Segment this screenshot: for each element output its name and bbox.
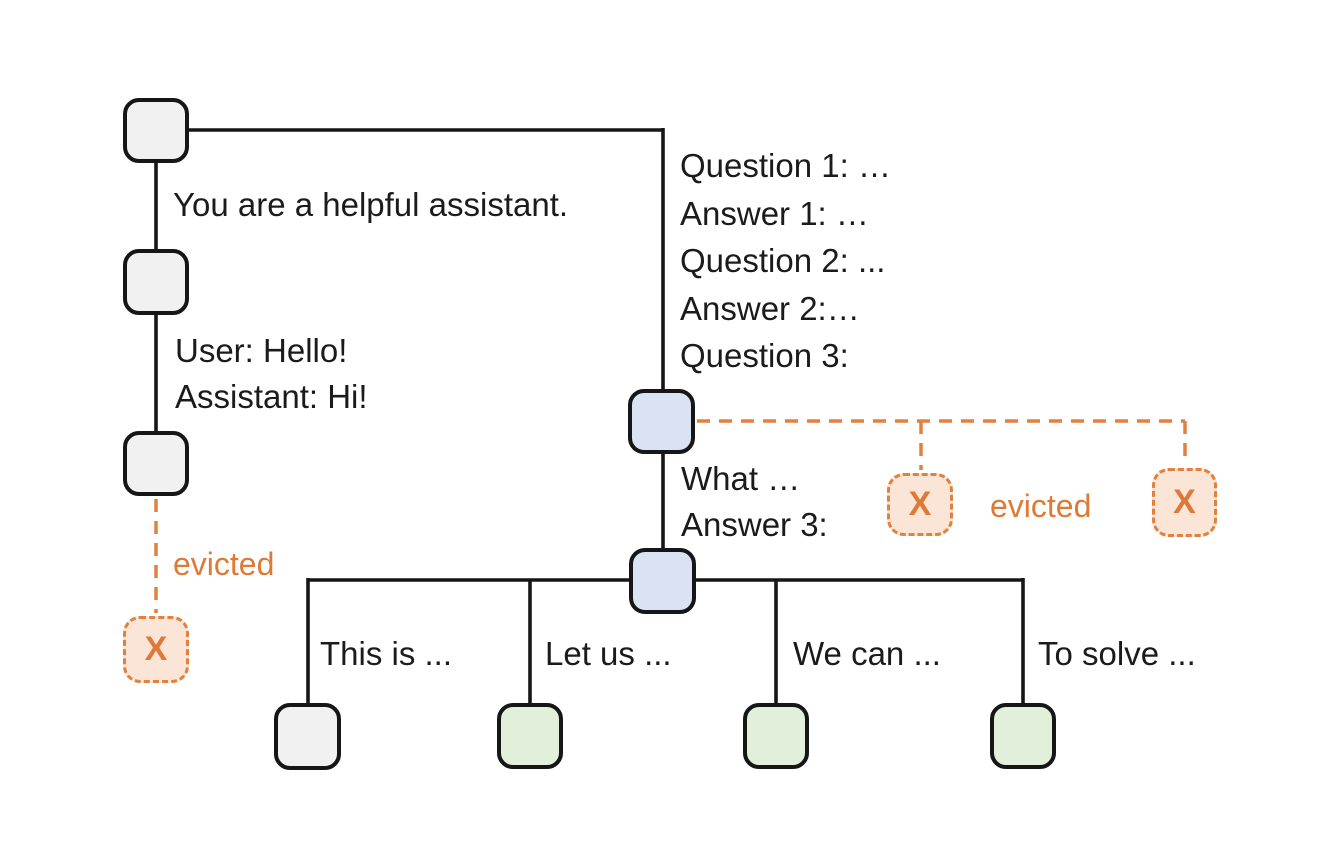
qa-history-label: Question 1: … Answer 1: … Question 2: ..… xyxy=(680,147,891,374)
x-mark: X xyxy=(1173,483,1196,521)
chat-history-label: User: Hello! Assistant: Hi! xyxy=(175,332,368,415)
evicted-node-right-1: X xyxy=(887,473,953,536)
evicted-node-left: X xyxy=(123,616,189,683)
x-mark: X xyxy=(144,630,168,668)
chat-node-2 xyxy=(123,431,189,496)
evicted-label-left: evicted xyxy=(173,546,275,582)
branch-label-1: This is ... xyxy=(320,635,453,672)
branch-point-node xyxy=(629,548,696,614)
chat-node-1 xyxy=(123,249,189,315)
system-prompt-label: You are a helpful assistant. xyxy=(173,186,569,223)
branch-label-3: We can ... xyxy=(793,635,941,672)
evicted-label-right: evicted xyxy=(990,488,1092,524)
branch-label-2: Let us ... xyxy=(545,635,672,672)
child-node-3 xyxy=(743,703,809,769)
child-node-2 xyxy=(497,703,563,769)
qa-history-node xyxy=(628,389,695,454)
evicted-node-right-2: X xyxy=(1152,468,1217,537)
branch-label-4: To solve ... xyxy=(1038,635,1196,672)
partial-answer-label: What … Answer 3: xyxy=(681,460,828,543)
child-node-1 xyxy=(274,703,341,770)
child-node-4 xyxy=(990,703,1056,769)
x-mark: X xyxy=(908,485,932,523)
root-node xyxy=(123,98,189,163)
